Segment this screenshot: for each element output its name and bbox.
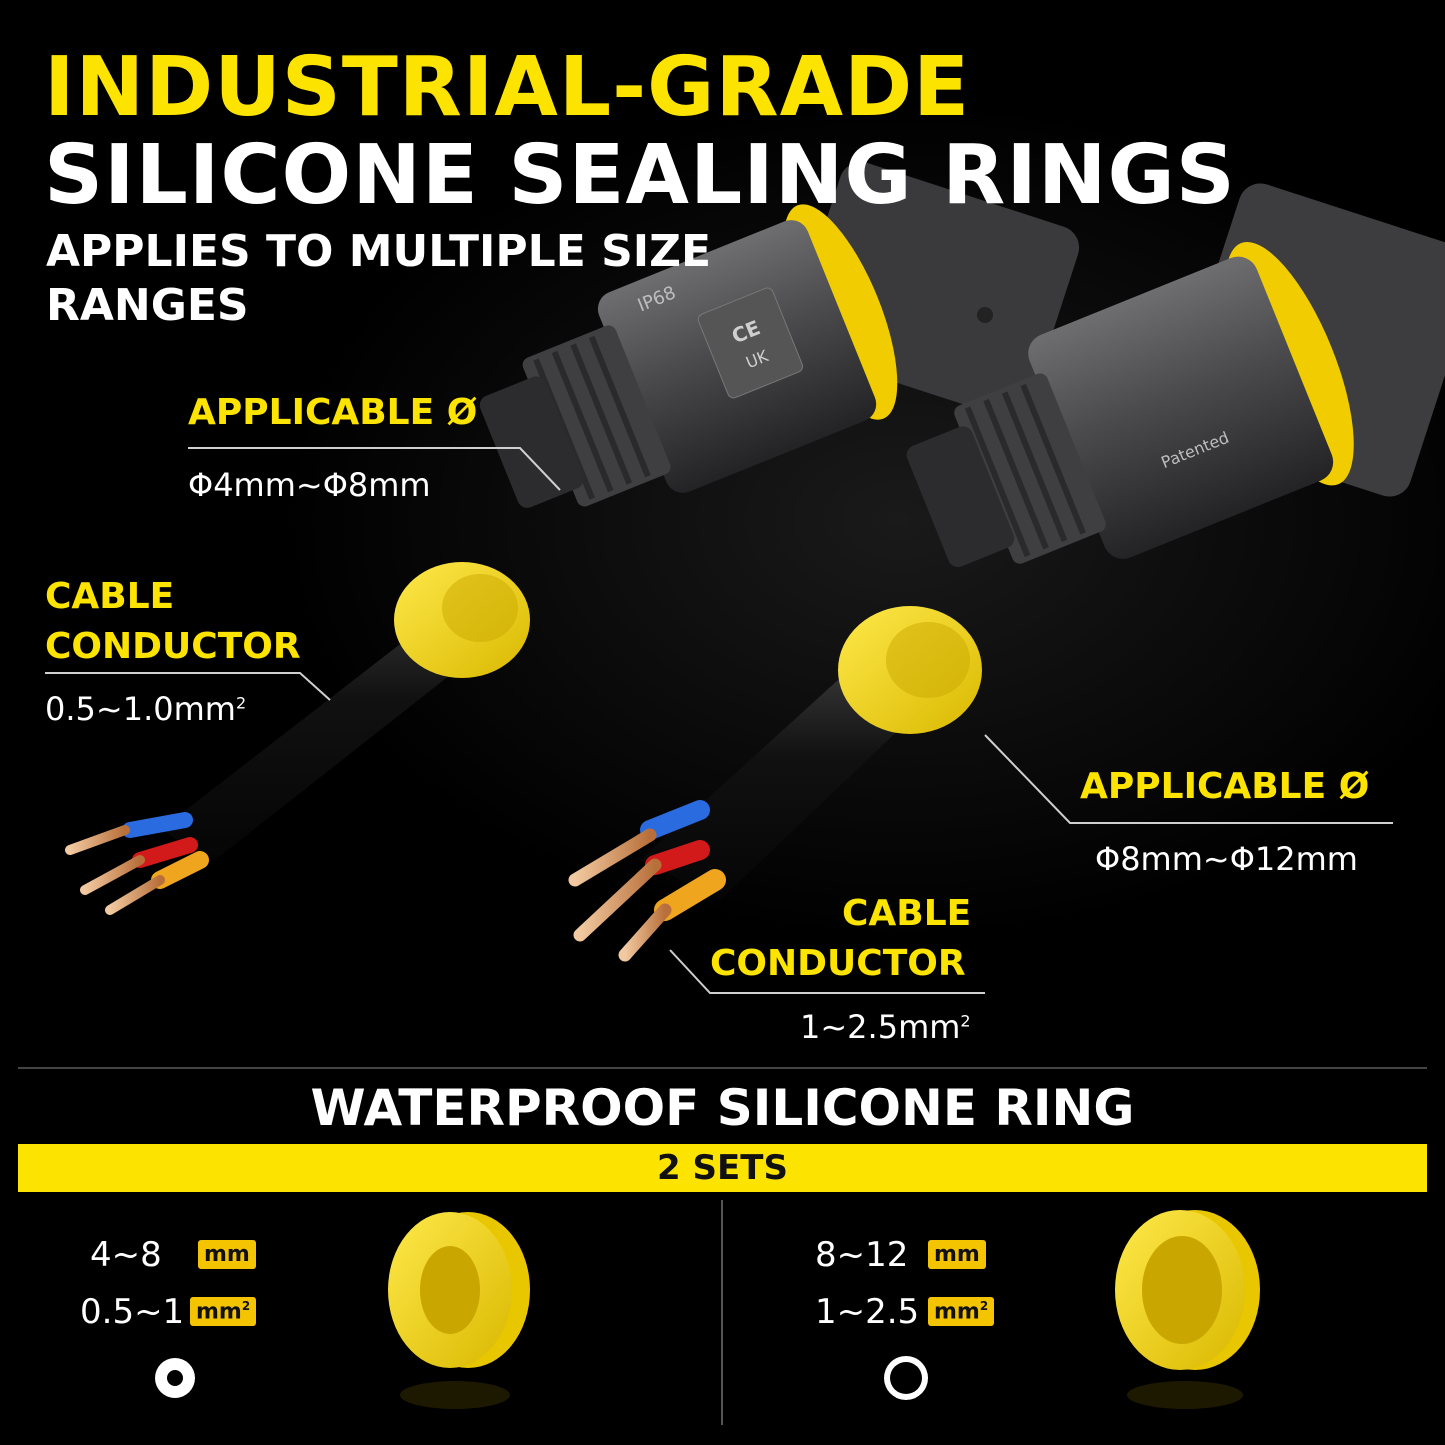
callout-left-diameter-value: Φ4mm~Φ8mm — [188, 466, 431, 504]
spec-right-conductor: 1~2.5 — [815, 1292, 920, 1332]
spec-right-conductor-unit-text: mm — [934, 1299, 980, 1325]
callout-right-conductor-value: 1~2.5mm2 — [800, 1008, 971, 1046]
spec-left-conductor-unit: mm2 — [190, 1297, 257, 1327]
sealing-ring-small-on-cable — [394, 562, 530, 678]
connector-lower: Patented — [906, 241, 1354, 568]
spec-right-conductor-unit: mm2 — [928, 1297, 995, 1327]
callout-right-conductor-value-text: 1~2.5mm — [800, 1008, 961, 1046]
inner-diameter-small-icon — [155, 1358, 195, 1398]
callout-right-conductor-title2: CONDUCTOR — [710, 943, 966, 984]
spec-right-range: 8~12 — [815, 1235, 909, 1275]
sealing-ring-large-on-cable — [838, 606, 982, 734]
callout-right-diameter-value: Φ8mm~Φ12mm — [1095, 840, 1358, 878]
callout-left-diameter-title: APPLICABLE Ø — [188, 392, 478, 433]
headline-line1: INDUSTRIAL-GRADE — [44, 40, 971, 135]
ring-sample-small — [388, 1212, 530, 1409]
spec-right-range-unit: mm — [928, 1240, 986, 1269]
callout-left-conductor-title2: CONDUCTOR — [45, 626, 301, 667]
spec-left-conductor-unit-sup: 2 — [241, 1299, 251, 1313]
callout-left-conductor-value-text: 0.5~1.0mm — [45, 690, 236, 728]
spec-left-conductor: 0.5~1 — [80, 1292, 185, 1332]
subheadline-line1: APPLIES TO MULTIPLE SIZE — [46, 226, 712, 277]
sets-band: 2 SETS — [18, 1144, 1427, 1192]
callout-right-diameter-title: APPLICABLE Ø — [1080, 766, 1370, 807]
cable-thick — [568, 660, 930, 962]
spec-left-range: 4~8 — [90, 1235, 162, 1275]
spec-right-range-unit-text: mm — [928, 1240, 986, 1269]
headline-line2: SILICONE SEALING RINGS — [44, 128, 1236, 223]
inner-diameter-large-icon — [884, 1356, 928, 1400]
spec-left-conductor-unit-box: mm2 — [190, 1297, 257, 1327]
spec-right-conductor-unit-box: mm2 — [928, 1297, 995, 1327]
connector-upper: CE UK IP68 — [479, 204, 898, 508]
callout-right-conductor-title1: CABLE — [842, 893, 972, 934]
callout-right-conductor-sup: 2 — [960, 1011, 971, 1031]
ring-sample-large — [1115, 1210, 1260, 1409]
callout-lines — [45, 447, 1393, 994]
subheadline-line2: RANGES — [46, 280, 249, 331]
callout-left-conductor-value: 0.5~1.0mm2 — [45, 690, 246, 728]
spec-left-range-unit: mm — [198, 1240, 256, 1269]
callout-left-conductor-sup: 2 — [235, 693, 247, 713]
spec-left-range-unit-text: mm — [198, 1240, 256, 1269]
spec-left-conductor-unit-text: mm — [196, 1299, 242, 1325]
bottom-section-title: WATERPROOF SILICONE RING — [310, 1079, 1135, 1137]
callout-left-conductor-title1: CABLE — [45, 576, 175, 617]
spec-right-conductor-unit-sup: 2 — [979, 1299, 989, 1313]
